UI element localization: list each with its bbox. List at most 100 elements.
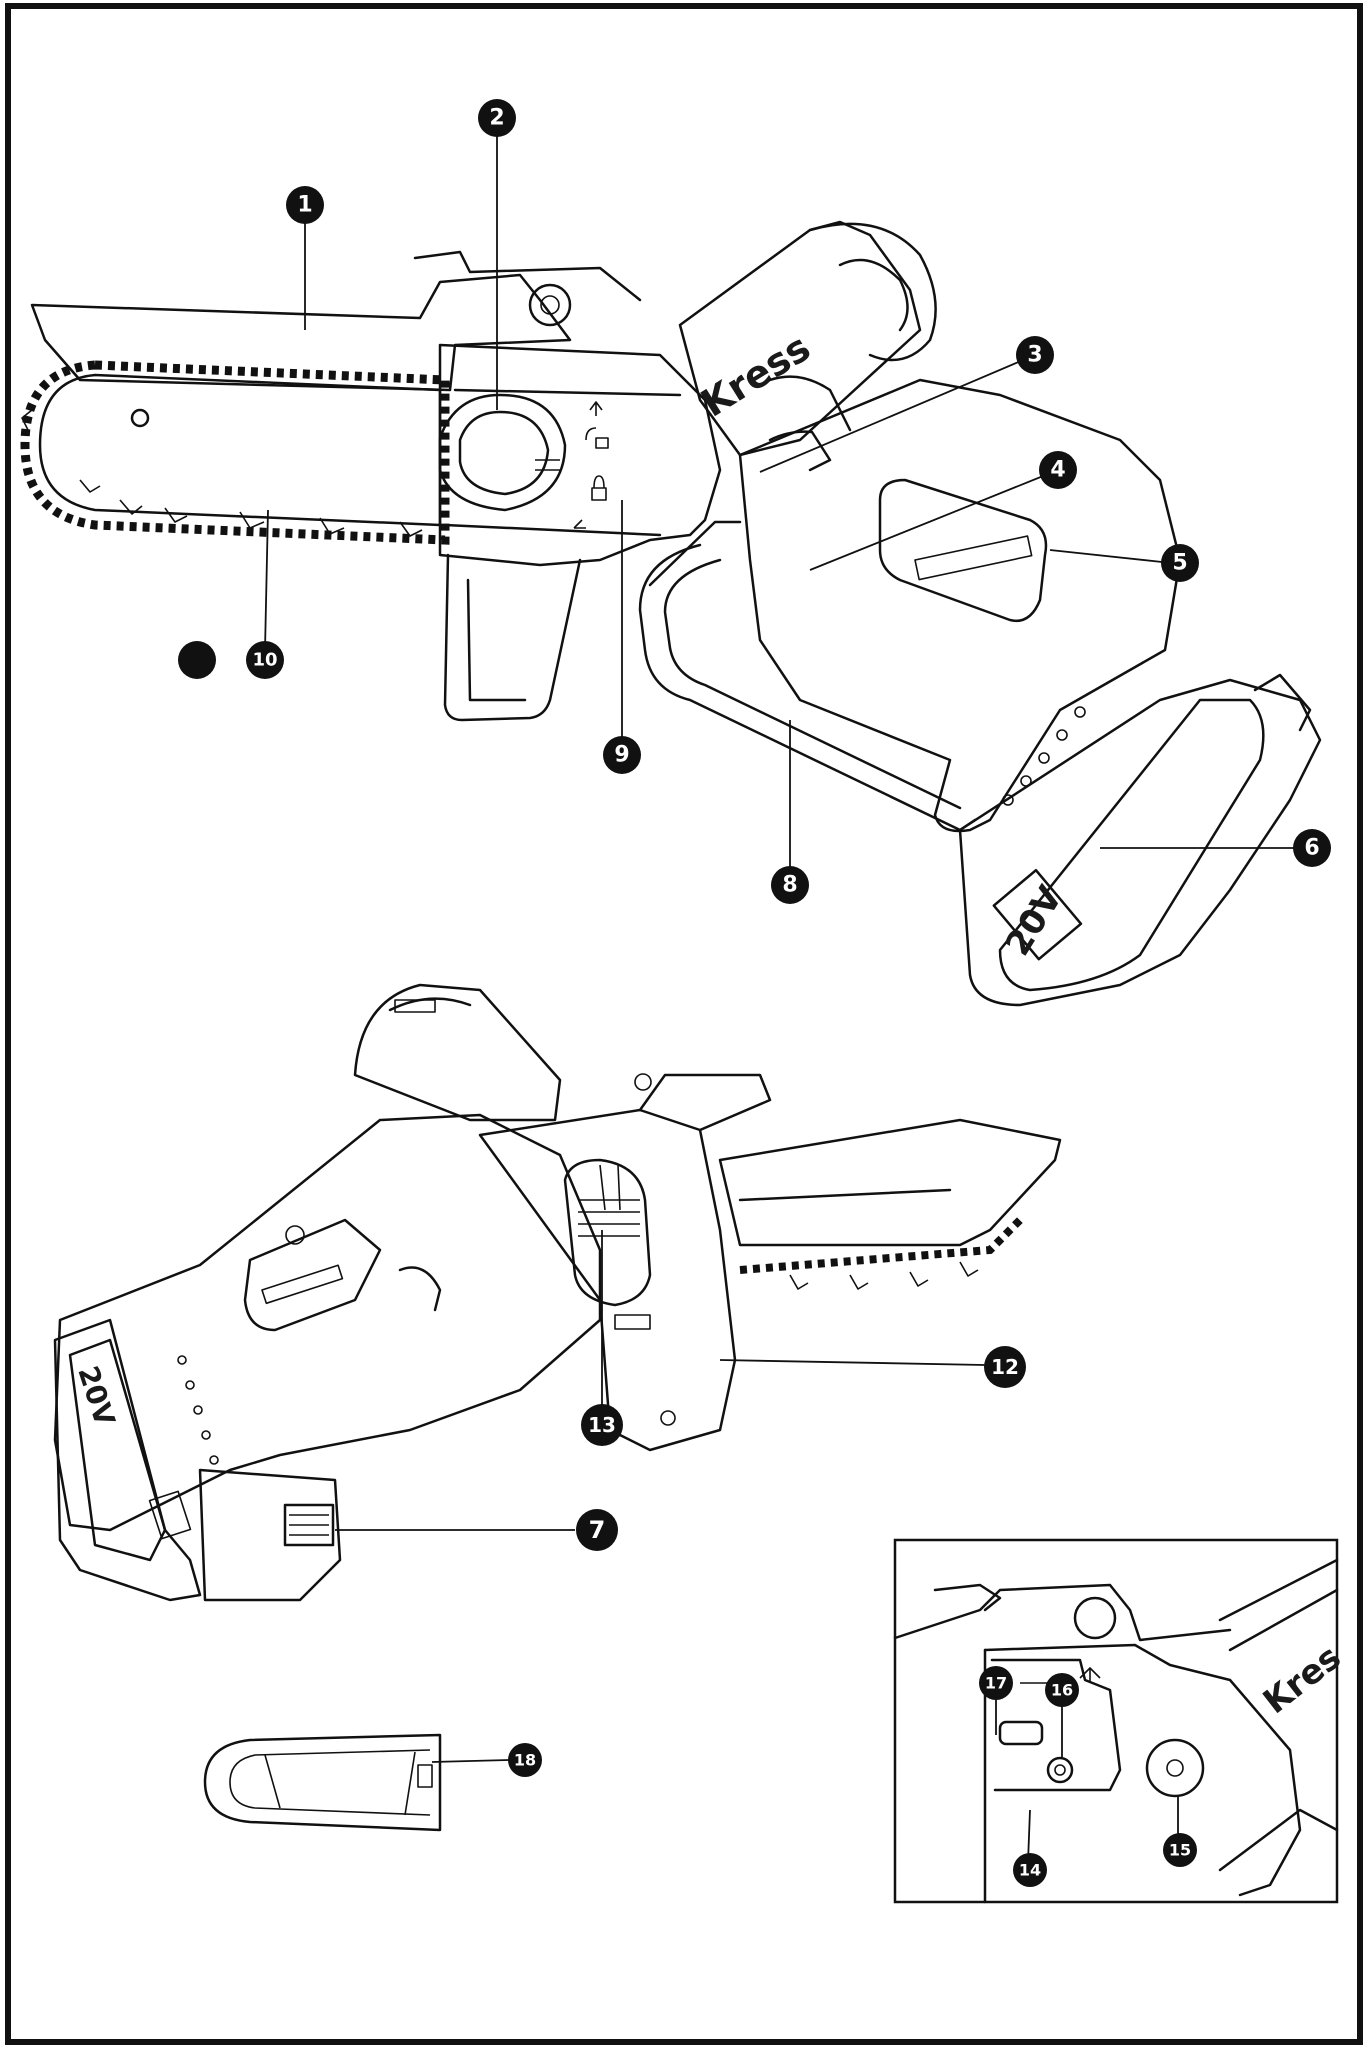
cover-lower-edge [443,523,662,537]
battery-release [1253,673,1312,732]
front-grip-inner [466,578,527,702]
voltage-label-top: 20V [998,879,1071,963]
head-block-side [478,1108,737,1452]
motor-cap-side [353,983,562,1122]
hand-guard-inner [663,558,962,810]
guard-bolt [528,283,572,327]
inset-cover-outline [983,1643,1302,1897]
battery-pack-top [958,678,1322,1007]
callout-13: 13 [581,1404,623,1446]
side-switch [398,1266,442,1312]
guard-plate [30,273,572,392]
svg-text:2: 2 [489,106,504,131]
battery-release-button [198,1468,342,1602]
callout-17: 17 [979,1666,1013,1700]
callout-8: 8 [771,866,809,904]
inset-lower-edge [1218,1808,1339,1872]
head-top-bracket [638,1073,772,1132]
release-button [283,1503,335,1547]
svg-text:1: 1 [297,193,312,218]
chainsaw-side-view: 20V [53,983,1062,1602]
side-rating-label [261,1264,344,1305]
svg-text:15: 15 [1169,1841,1191,1860]
callout-10: 10 [246,641,284,679]
inset-bar-plate [990,1658,1122,1792]
callout-9: 9 [603,736,641,774]
callout-7: 7 [576,1509,618,1551]
blade-cover-inner [229,1749,431,1816]
callout-1: 1 [286,186,324,224]
tensioner-label [614,1314,651,1330]
saw-chain [20,360,450,545]
cover-edge [453,388,682,397]
handle-body-side [53,1113,602,1532]
inset-frame [893,1538,1339,1904]
svg-text:17: 17 [985,1674,1007,1693]
callout-2: 2 [478,99,516,137]
battery-side [53,1318,202,1602]
guard-top-side [718,1118,1062,1247]
svg-text:10: 10 [252,650,277,671]
sprocket-cover [438,343,722,567]
callout-11 [178,641,216,679]
battery-side-badge [148,1490,192,1540]
svg-text:12: 12 [991,1355,1019,1379]
tensioner-window [563,1158,652,1307]
charge-indicator [1002,706,1086,806]
tensioner-slot [599,1164,621,1211]
battery-face-side [68,1338,167,1562]
inset-detail: Kres [893,1538,1349,1904]
svg-text:5: 5 [1172,551,1187,576]
saw-chain-side [739,1217,1023,1274]
blade-cover-outline [203,1733,442,1832]
lock-off-button [768,375,852,432]
inset-guard-edge [893,1583,1232,1642]
guard-top-edge [413,250,642,302]
svg-text:4: 4 [1050,458,1065,483]
front-grip-lower [443,553,582,722]
chain-teeth-side [789,1261,979,1290]
battery-face [998,698,1265,992]
chainsaw-top-view: Kress 20V [20,220,1322,1007]
hand-guard [638,543,977,832]
svg-text:18: 18 [514,1751,536,1770]
inset-bar-slot [998,1720,1044,1746]
inset-guard-notch [933,1583,1002,1612]
callout-16: 16 [1045,1673,1079,1707]
callout-3: 3 [1016,336,1054,374]
callout-18: 18 [508,1743,542,1777]
motor-cap [808,222,937,362]
motor-cap-inner [838,258,909,332]
bar-hole [130,408,150,428]
page-border [5,3,1363,2045]
head-screw-lower [660,1410,676,1426]
svg-text:7: 7 [589,1516,606,1544]
charge-indicator-side [177,1355,219,1465]
rating-label [914,535,1033,581]
tension-knob [438,393,567,512]
callout-5: 5 [1161,544,1199,582]
blade-cover-slot [264,1751,416,1816]
guard-side-rib [738,1188,952,1202]
svg-text:13: 13 [588,1413,616,1437]
svg-text:14: 14 [1019,1861,1041,1880]
brand-logo-top: Kress [693,325,817,425]
inset-bolt [1073,1596,1117,1640]
inset-sprocket [1145,1738,1205,1798]
inset-motor-edge [1218,1558,1339,1652]
blade-cover [203,1733,442,1832]
lock-unlock-icons [573,401,609,529]
motor-vent [394,999,436,1013]
tensioner-grip-lines [578,1199,640,1237]
inset-adjust-pin [1046,1756,1074,1784]
guide-bar [38,373,442,527]
svg-text:6: 6 [1304,836,1319,861]
chain-teeth [21,409,423,537]
callout-6: 6 [1293,829,1331,867]
side-screw [285,1225,305,1245]
callout-15: 15 [1163,1833,1197,1867]
side-label-plate [243,1218,382,1332]
callouts: 1 2 3 4 5 6 7 8 [178,99,1331,1887]
